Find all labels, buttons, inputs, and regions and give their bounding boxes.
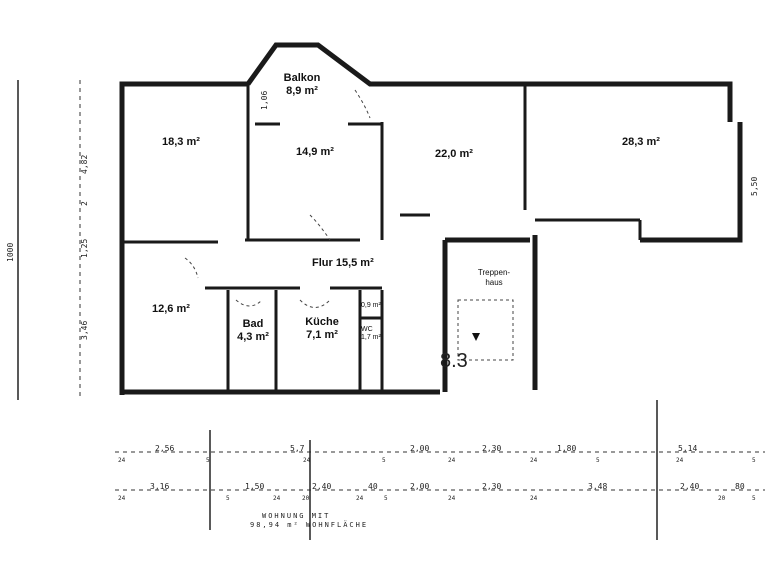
- interior-walls: [122, 84, 642, 392]
- wc-area: 1,7 m²: [361, 334, 381, 341]
- dim-small-11: 5: [226, 495, 230, 502]
- dim-row2-5: 2,00: [410, 482, 430, 491]
- dim-small-2: 5: [206, 457, 210, 464]
- treppenhaus-line-1: Treppen-: [477, 268, 511, 277]
- dimension-ticks: [17, 80, 658, 540]
- dim-row1-3: 2,00: [410, 444, 430, 453]
- dim-row2-3: 2,40: [312, 482, 332, 491]
- room-2-area: 14,9 m²: [296, 146, 334, 158]
- plan-marker: 8.3: [440, 350, 468, 372]
- caption-line-1: WOHNUNG MIT: [262, 512, 331, 520]
- balkon-label: Balkon 8,9 m²: [272, 72, 332, 98]
- dim-small-17: 24: [448, 495, 456, 502]
- dim-small-15: 5: [384, 495, 388, 502]
- dim-small-10: 24: [118, 495, 126, 502]
- dim-left-4: 1,25: [80, 238, 89, 258]
- dim-small-1: 24: [118, 457, 126, 464]
- dim-left-1: 1000: [6, 242, 15, 262]
- dim-small-14: 24: [356, 495, 364, 502]
- dim-row2-1: 3,16: [150, 482, 170, 491]
- dim-row1-4: 2,30: [482, 444, 502, 453]
- dim-row1-5: 1,80: [557, 444, 577, 453]
- room-1-area: 18,3 m²: [162, 136, 200, 148]
- dim-left-3: 2: [80, 201, 89, 206]
- dim-row2-9: 80: [735, 482, 745, 491]
- balkon-name: Balkon: [283, 72, 321, 84]
- kueche-area: 7,1 m²: [306, 329, 338, 341]
- dim-small-8: 24: [676, 457, 684, 464]
- exterior-walls: [119, 42, 743, 395]
- dim-row2-4: 40: [368, 482, 378, 491]
- dim-left-5: 3,46: [80, 320, 89, 340]
- dim-small-5: 24: [448, 457, 456, 464]
- bad-label: Bad 4,3 m²: [228, 318, 278, 344]
- dim-small-19: 5: [752, 495, 756, 502]
- dim-row2-8: 2,40: [680, 482, 700, 491]
- flur-label: Flur 15,5 m²: [312, 257, 374, 269]
- treppenhaus-label: Treppen- haus: [470, 268, 518, 288]
- dim-right-1: 1,06: [260, 90, 269, 110]
- caption-line-2: 98,94 m² WOHNFLÄCHE: [250, 521, 369, 529]
- dim-row2-7: 3,48: [588, 482, 608, 491]
- bad-area: 4,3 m²: [237, 331, 269, 343]
- dim-small-16: 20: [718, 495, 726, 502]
- dim-right-2: 5,50: [750, 176, 759, 196]
- dim-row1-2: 5,7: [290, 444, 305, 453]
- door-swings: [184, 89, 514, 361]
- dim-small-13: 20: [302, 495, 310, 502]
- dim-small-18: 24: [530, 495, 538, 502]
- dim-row2-6: 2,30: [482, 482, 502, 491]
- room-5-area: 12,6 m²: [152, 303, 190, 315]
- room-4-area: 28,3 m²: [622, 136, 660, 148]
- dim-small-4: 5: [382, 457, 386, 464]
- stair-arrow-icon: [472, 333, 480, 341]
- dim-small-3: 24: [303, 457, 311, 464]
- dimension-lines: [79, 80, 765, 491]
- dim-small-9: 5: [752, 457, 756, 464]
- kueche-name: Küche: [305, 316, 339, 328]
- balkon-area: 8,9 m²: [286, 85, 318, 97]
- dim-left-2: 4,82: [80, 154, 89, 174]
- bad-name: Bad: [242, 318, 264, 330]
- storage-area: 0,9 m²: [361, 302, 381, 309]
- dim-small-12: 24: [273, 495, 281, 502]
- treppenhaus-line-2: haus: [485, 278, 503, 287]
- dim-row2-2: 1,50: [245, 482, 265, 491]
- room-3-area: 22,0 m²: [435, 148, 473, 160]
- dim-small-6: 24: [530, 457, 538, 464]
- wc-label: WC 1,7 m²: [361, 326, 381, 342]
- dim-row1-6: 5,14: [678, 444, 698, 453]
- kueche-label: Küche 7,1 m²: [292, 316, 352, 342]
- wc-name: WC: [361, 326, 373, 333]
- dim-row1-1: 2,56: [155, 444, 175, 453]
- dim-small-7: 5: [596, 457, 600, 464]
